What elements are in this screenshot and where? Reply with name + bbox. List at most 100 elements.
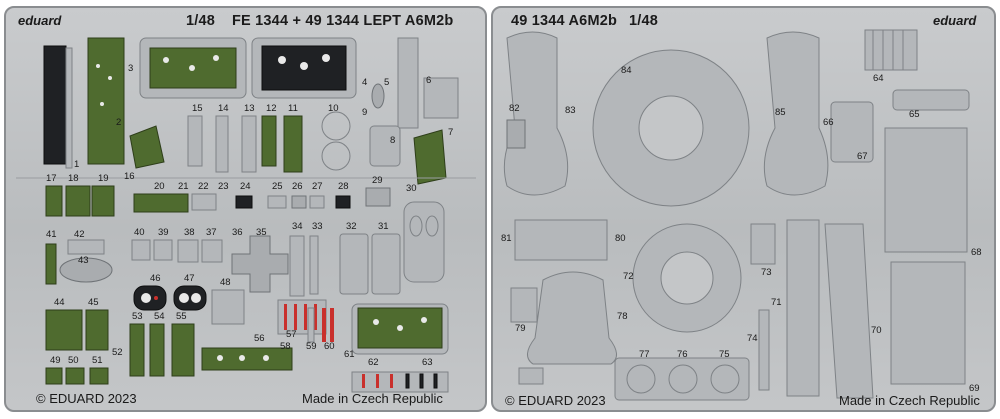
left-brand-logo: eduard xyxy=(18,13,62,28)
part-number: 30 xyxy=(406,183,417,194)
part-14 xyxy=(215,115,229,173)
right-copyright: © EDUARD 2023 xyxy=(505,393,606,408)
part-number: 41 xyxy=(46,229,57,240)
right-brand-logo: eduard xyxy=(933,13,977,28)
part-number: 84 xyxy=(621,65,632,76)
part-68-panel xyxy=(884,127,968,253)
right-photo-etch-fret: 49 1344 A6M2b 1/48 eduard © EDUARD 2023 … xyxy=(491,6,996,412)
part-number: 73 xyxy=(761,267,772,278)
part-number: 44 xyxy=(54,297,65,308)
part-66 xyxy=(830,101,874,163)
part-43 xyxy=(59,257,113,283)
part-24 xyxy=(235,195,253,209)
part-number: 78 xyxy=(617,311,628,322)
part-number: 55 xyxy=(176,311,187,322)
part-number: 82 xyxy=(509,103,520,114)
right-fret-title: 49 1344 A6M2b xyxy=(511,13,618,29)
part-37 xyxy=(201,239,223,263)
part-number: 48 xyxy=(220,277,231,288)
left-fret-title: FE 1344 + 49 1344 LEPT A6M2b xyxy=(232,13,454,29)
part-number: 69 xyxy=(969,383,980,394)
part-number: 39 xyxy=(158,227,169,238)
part-number: 74 xyxy=(747,333,758,344)
part-33 xyxy=(309,235,319,295)
part-19 xyxy=(91,185,115,217)
right-origin: Made in Czech Republic xyxy=(839,393,980,408)
part-number: 23 xyxy=(218,181,229,192)
part-5-strip xyxy=(397,37,419,129)
part-74 xyxy=(758,309,770,391)
part-82 xyxy=(506,119,526,149)
part-number: 8 xyxy=(390,135,396,146)
part-75-77-row xyxy=(614,357,750,401)
part-number: 65 xyxy=(909,109,920,120)
part-number: 36 xyxy=(232,227,243,238)
part-number: 76 xyxy=(677,349,688,360)
part-53 xyxy=(129,323,145,377)
left-fret-parts-drawing xyxy=(16,37,476,393)
part-18 xyxy=(65,185,91,217)
part-number: 52 xyxy=(112,347,123,358)
part-number: 21 xyxy=(178,181,189,192)
part-72-radial xyxy=(632,223,742,333)
part-44 xyxy=(45,309,83,351)
part-7-green xyxy=(413,129,447,185)
part-number: 1 xyxy=(74,159,80,170)
part-85-stencil xyxy=(763,31,829,196)
part-number: 57 xyxy=(286,329,297,340)
part-83-stencil xyxy=(503,31,569,196)
part-number: 25 xyxy=(272,181,283,192)
part-38 xyxy=(177,239,199,263)
left-photo-etch-fret: eduard 1/48 FE 1344 + 49 1344 LEPT A6M2b… xyxy=(4,6,487,412)
part-number: 75 xyxy=(719,349,730,360)
part-11 xyxy=(283,115,303,173)
part-13 xyxy=(241,115,257,173)
part-number: 79 xyxy=(515,323,526,334)
part-31 xyxy=(371,233,401,295)
part-number: 15 xyxy=(192,103,203,114)
part-69-panel xyxy=(890,261,966,385)
part-6 xyxy=(423,77,459,119)
part-number: 63 xyxy=(422,357,433,368)
part-28 xyxy=(335,195,351,209)
part-64-grid xyxy=(864,29,918,71)
part-number: 12 xyxy=(266,103,277,114)
part-number: 85 xyxy=(775,107,786,118)
part-number: 27 xyxy=(312,181,323,192)
part-number: 70 xyxy=(871,325,882,336)
part-45 xyxy=(85,309,109,351)
right-fret-parts-drawing xyxy=(503,29,970,401)
part-1-black-panel xyxy=(43,45,67,165)
part-number: 45 xyxy=(88,297,99,308)
part-70-strip xyxy=(824,223,874,399)
left-scale: 1/48 xyxy=(186,13,216,29)
part-48 xyxy=(211,289,245,325)
part-number: 35 xyxy=(256,227,267,238)
part-39 xyxy=(153,239,173,261)
part-71-strip xyxy=(786,219,820,397)
part-65 xyxy=(892,89,970,111)
part-number: 9 xyxy=(362,107,368,118)
part-number: 33 xyxy=(312,221,323,232)
part-number: 60 xyxy=(324,341,335,352)
part-number: 68 xyxy=(971,247,982,258)
part-17 xyxy=(45,185,63,217)
part-79 xyxy=(510,287,538,323)
part-number: 38 xyxy=(184,227,195,238)
part-number: 32 xyxy=(346,221,357,232)
part-number: 29 xyxy=(372,175,383,186)
part-number: 17 xyxy=(46,173,57,184)
part-number: 66 xyxy=(823,117,834,128)
part-number: 80 xyxy=(615,233,626,244)
part-number: 26 xyxy=(292,181,303,192)
part-35-cross xyxy=(231,235,289,293)
part-30 xyxy=(403,201,445,283)
part-58 xyxy=(201,347,293,371)
part-32 xyxy=(339,233,369,295)
part-12 xyxy=(261,115,277,167)
part-number: 42 xyxy=(74,229,85,240)
part-8 xyxy=(369,125,401,167)
right-scale: 1/48 xyxy=(629,13,659,29)
part-34 xyxy=(289,235,305,297)
part-number: 18 xyxy=(68,173,79,184)
